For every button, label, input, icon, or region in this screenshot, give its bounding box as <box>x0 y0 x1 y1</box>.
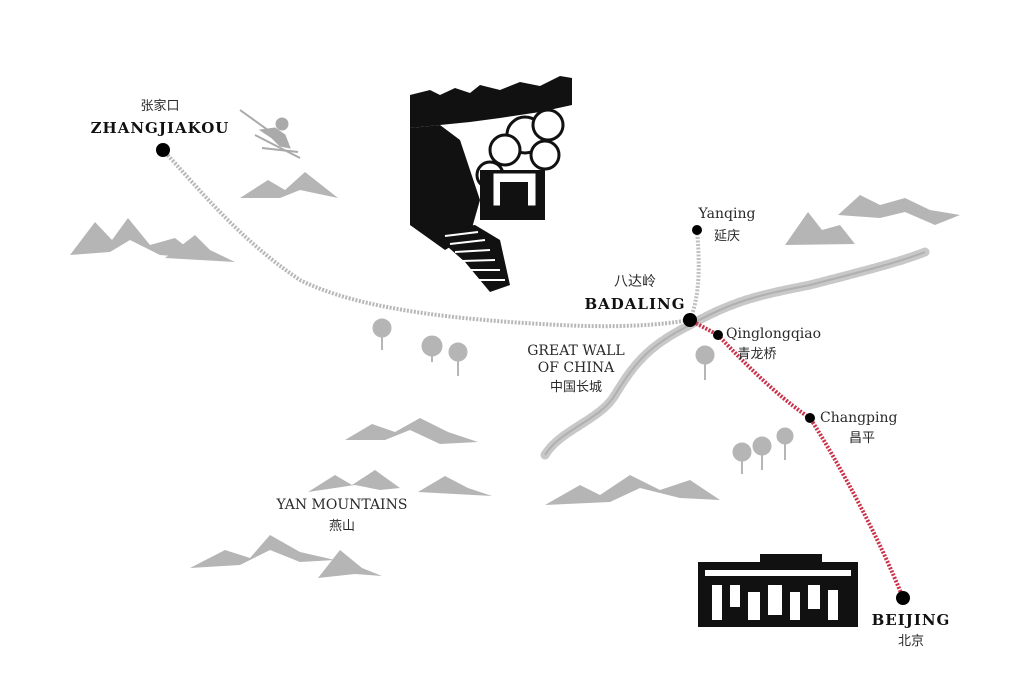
label-beijing-zh: 北京 <box>898 634 924 649</box>
station-badaling[interactable] <box>683 313 697 327</box>
station-qinglongqiao[interactable] <box>713 330 723 340</box>
label-great-wall-line2: OF CHINA <box>538 360 615 376</box>
label-beijing-en: BEIJING <box>872 611 951 629</box>
label-qinglongqiao-zh: 青龙桥 <box>737 347 776 362</box>
route-zhangjiakou-badaling <box>161 148 691 329</box>
label-changping-zh: 昌平 <box>849 431 875 446</box>
label-zhangjiakou-zh: 张家口 <box>140 98 179 114</box>
mountain-icon <box>70 172 960 578</box>
label-badaling-zh: 八达岭 <box>614 274 656 290</box>
label-yan-mountains-en: YAN MOUNTAINS <box>276 497 408 513</box>
station-beijing[interactable] <box>896 591 910 605</box>
label-yanqing-zh: 延庆 <box>714 229 740 244</box>
label-yan-mountains-zh: 燕山 <box>329 519 355 534</box>
route-badaling-beijing <box>689 318 905 599</box>
label-qinglongqiao-en: Qinglongqiao <box>726 326 821 342</box>
station-changping[interactable] <box>805 413 815 423</box>
station-building-icon <box>698 554 858 627</box>
steam-train-icon <box>410 76 572 292</box>
station-zhangjiakou[interactable] <box>156 143 170 157</box>
tree-icon <box>372 318 794 474</box>
label-yanqing-en: Yanqing <box>698 206 756 222</box>
label-zhangjiakou-en: ZHANGJIAKOU <box>91 119 230 137</box>
label-great-wall-line1: GREAT WALL <box>527 343 624 359</box>
label-badaling-en: BADALING <box>584 295 685 313</box>
label-changping-en: Changping <box>820 410 898 426</box>
skier-icon <box>239 109 301 159</box>
station-yanqing[interactable] <box>692 225 702 235</box>
route-yanqing-branch <box>688 229 701 321</box>
label-great-wall-zh: 中国长城 <box>550 380 602 395</box>
